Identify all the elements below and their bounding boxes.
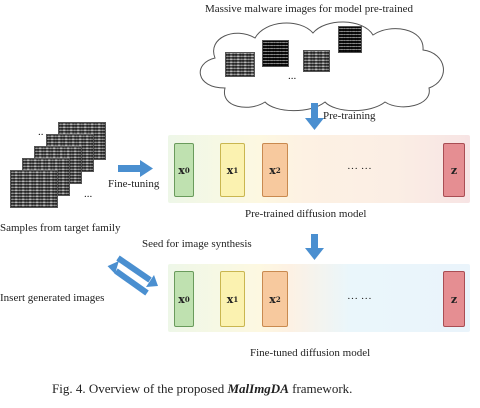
sample-image-1 xyxy=(10,170,58,208)
seed-label: Seed for image synthesis xyxy=(142,238,252,250)
caption-framework-name: MalImgDA xyxy=(227,381,289,396)
samples-label: Samples from target family xyxy=(0,222,121,234)
insert-label: Insert generated images xyxy=(0,292,105,304)
pretraining-arrow xyxy=(305,103,324,130)
finetuned-node-z: z xyxy=(443,271,465,327)
cloud-ellipsis: ... xyxy=(288,70,297,82)
finetuned-chain-dots: ··· ··· xyxy=(347,293,372,305)
stack-ellipsis-top: .. xyxy=(38,126,44,138)
figure-caption: Fig. 4. Overview of the proposed MalImgD… xyxy=(52,381,352,397)
pretraining-label: Pre-training xyxy=(323,110,376,122)
cloud-title: Massive malware images for model pre-tra… xyxy=(205,3,414,15)
pretrained-model-band xyxy=(168,135,470,203)
seed-arrow xyxy=(116,255,158,287)
finetuning-arrow xyxy=(118,160,153,177)
cloud-malware-image-1 xyxy=(225,52,255,77)
cloud-malware-image-2 xyxy=(262,40,289,67)
caption-prefix: Fig. 4. Overview of the proposed xyxy=(52,381,228,396)
finetuned-model-label: Fine-tuned diffusion model xyxy=(250,347,371,359)
pretrained-model-label: Pre-trained diffusion model xyxy=(245,208,367,220)
pretrained-node-z: z xyxy=(443,143,465,197)
insert-arrow xyxy=(107,261,149,296)
model-transfer-arrow xyxy=(305,234,324,260)
cloud-malware-image-4 xyxy=(338,26,362,53)
finetuned-model-band xyxy=(168,264,470,332)
caption-suffix: framework. xyxy=(288,381,353,396)
cloud-malware-image-3 xyxy=(303,50,330,72)
stack-ellipsis-side: ... xyxy=(84,188,93,200)
finetuning-label: Fine-tuning xyxy=(108,178,160,190)
pretrained-chain-dots: ··· ··· xyxy=(347,163,372,175)
